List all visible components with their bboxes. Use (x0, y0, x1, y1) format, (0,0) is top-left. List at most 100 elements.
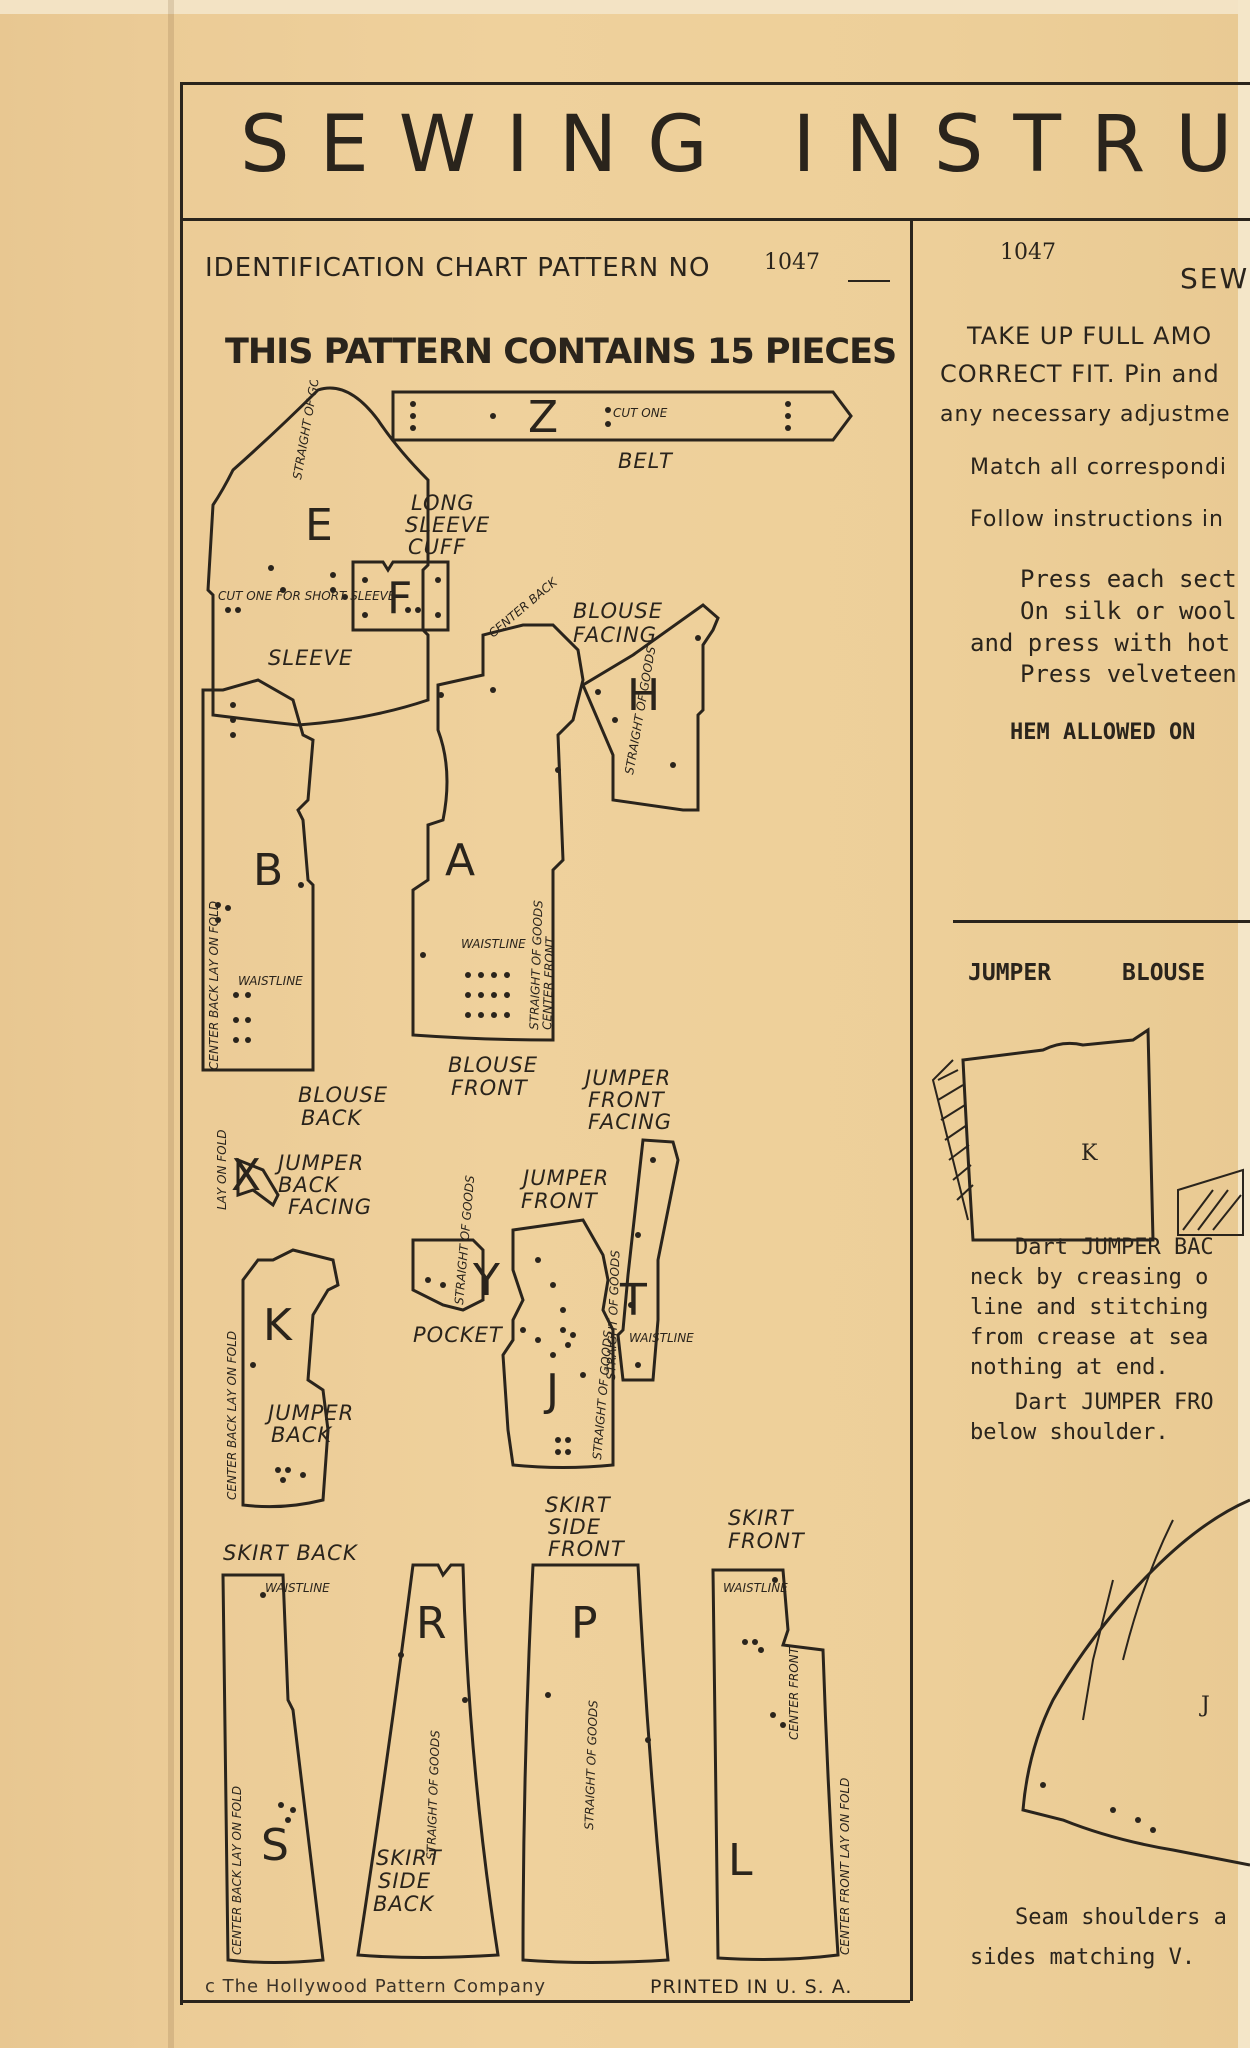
piece-t-label-3: FACING (588, 1110, 672, 1134)
piece-k-fold-note: CENTER BACK LAY ON FOLD (225, 1331, 239, 1500)
piece-j-label-2: FRONT (521, 1189, 599, 1213)
piece-z-note: CUT ONE (613, 406, 668, 420)
figure-jumper-back-label: K (1081, 1141, 1098, 1166)
piece-t-waistline-note: WAISTLINE (629, 1331, 694, 1345)
piece-e-label: SLEEVE (268, 646, 353, 670)
piece-k: K CENTER BACK LAY ON FOLD JUMPER BACK (225, 1248, 354, 1509)
piece-y-label: POCKET (413, 1323, 504, 1347)
piece-l: L WAISTLINE CENTER FRONT CENTER FRONT LA… (711, 1506, 852, 1961)
piece-e: E STRAIGHT OF GOODS CUT ONE FOR SHORT SL… (206, 380, 430, 727)
instruction-line: any necessary adjustme (940, 402, 1231, 427)
piece-l-label-2: FRONT (728, 1529, 806, 1553)
piece-a-letter: A (445, 835, 475, 886)
piece-b-waistline-note: WAISTLINE (238, 974, 303, 988)
piece-p-label-3: FRONT (548, 1537, 626, 1561)
dart-instruction-line: neck by creasing o (970, 1265, 1209, 1290)
instruction-line: Follow instructions in (970, 507, 1224, 532)
piece-l-center-front-note: CENTER FRONT (787, 1645, 801, 1740)
piece-s-label: SKIRT BACK (223, 1541, 359, 1565)
instruction-line: Press velveteen (1020, 660, 1237, 688)
piece-r-label-1: SKIRT (376, 1846, 443, 1870)
printed-footer: PRINTED IN U. S. A. (650, 1976, 853, 1998)
piece-s-waistline-note: WAISTLINE (265, 1581, 330, 1595)
pattern-number: 1047 (764, 250, 820, 275)
piece-f-label-1: LONG (411, 491, 475, 515)
piece-l-letter: L (728, 1835, 753, 1886)
chart-bottom-border (183, 2000, 910, 2003)
piece-z-label: BELT (618, 449, 674, 473)
piece-f-label-3: CUFF (408, 535, 466, 559)
piece-r-letter: R (416, 1598, 447, 1649)
piece-t: T STRAIGHT OF GOODS WAISTLINE JUMPER FRO… (581, 1066, 694, 1382)
piece-x-label-2: BACK (278, 1173, 340, 1197)
piece-t-grain-note: STRAIGHT OF GOODS (604, 1250, 623, 1381)
piece-r-label-2: SIDE (378, 1869, 431, 1893)
dart-instruction-line: below shoulder. (970, 1420, 1169, 1445)
piece-f-letter: F (387, 573, 412, 624)
instruction-line: Press each sect (1020, 565, 1237, 593)
instructions-pattern-number: 1047 (1000, 240, 1056, 265)
piece-h-label-1: BLOUSE (573, 599, 663, 623)
instruction-line: and press with hot (970, 629, 1231, 657)
paper-fold-line (168, 0, 174, 2048)
piece-p-letter: P (571, 1598, 598, 1649)
piece-x-label-3: FACING (288, 1195, 372, 1219)
piece-y-letter: Y (472, 1255, 500, 1306)
dart-instruction-line: line and stitching (970, 1295, 1209, 1320)
instructions-heading: SEW (1180, 262, 1250, 295)
copyright-footer: c The Hollywood Pattern Company (205, 1976, 547, 1997)
piece-x-label-1: JUMPER (274, 1151, 364, 1175)
dart-instruction-line: Dart JUMPER FRO (1015, 1390, 1214, 1415)
piece-a-waistline-note: WAISTLINE (461, 937, 526, 951)
piece-f: F LONG SLEEVE CUFF (351, 491, 490, 632)
piece-b: B CENTER BACK LAY ON FOLD WAISTLINE BLOU… (201, 678, 388, 1130)
instruction-line: CORRECT FIT. Pin and (940, 360, 1220, 388)
piece-b-label-1: BLOUSE (298, 1083, 388, 1107)
figure-jumper-front-label: J (1199, 1693, 1210, 1718)
piece-p-label-1: SKIRT (545, 1493, 612, 1517)
figure-jumper-back: K (931, 1027, 1244, 1242)
piece-x-fold-note: LAY ON FOLD (215, 1129, 229, 1210)
piece-r-grain-note: STRAIGHT OF GOODS (424, 1730, 443, 1861)
piece-t-label-1: JUMPER (581, 1066, 671, 1090)
piece-b-label-2: BACK (301, 1106, 363, 1130)
piece-l-fold-note: CENTER FRONT LAY ON FOLD (838, 1778, 852, 1955)
piece-t-letter: T (619, 1275, 647, 1326)
piece-a: A CENTER BACK WAISTLINE STRAIGHT OF GOOD… (411, 574, 585, 1100)
document-frame (180, 82, 1250, 2005)
piece-b-fold-note: CENTER BACK LAY ON FOLD (207, 901, 221, 1070)
piece-s-fold-note: CENTER BACK LAY ON FOLD (230, 1786, 244, 1955)
piece-t-label-2: FRONT (588, 1088, 666, 1112)
piece-h: H STRAIGHT OF GOODS BLOUSE FACING (573, 599, 720, 812)
section-heading-jumper: JUMPER (968, 960, 1052, 986)
piece-z-letter: Z (528, 392, 558, 443)
instruction-line: TAKE UP FULL AMO (967, 322, 1213, 350)
piece-a-label-1: BLOUSE (448, 1053, 538, 1077)
piece-k-letter: K (263, 1300, 293, 1351)
piece-x-letter: X (231, 1150, 261, 1201)
piece-l-waistline-note: WAISTLINE (723, 1581, 788, 1595)
piece-l-label-1: SKIRT (728, 1506, 795, 1530)
piece-count-heading: THIS PATTERN CONTAINS 15 PIECES (225, 332, 897, 372)
instructions-section-divider (953, 920, 1250, 923)
piece-j-label-1: JUMPER (519, 1166, 609, 1190)
piece-p-grain-note: STRAIGHT OF GOODS (582, 1700, 601, 1831)
piece-e-short-sleeve-note: CUT ONE FOR SHORT SLEEVE (218, 589, 396, 603)
seam-instruction-line: Seam shoulders a (1015, 1905, 1227, 1930)
pattern-pieces-diagram: Z CUT ONE BELT E STRAIGHT OF GOODS CUT O… (201, 380, 853, 1964)
piece-f-label-2: SLEEVE (405, 513, 490, 537)
piece-y: Y STRAIGHT OF GOODS POCKET (411, 1174, 504, 1347)
piece-a-grain-note: STRAIGHT OF GOODS (527, 900, 546, 1031)
piece-k-label-2: BACK (271, 1423, 333, 1447)
piece-k-label-1: JUMPER (264, 1401, 354, 1425)
instruction-line: Match all correspondi (970, 455, 1228, 480)
column-divider (910, 221, 913, 2001)
piece-z: Z CUT ONE BELT (391, 390, 853, 473)
paper-right-edge (1238, 0, 1250, 2048)
seam-instruction-line: sides matching V. (970, 1945, 1196, 1970)
piece-h-label-2: FACING (573, 623, 657, 647)
piece-e-letter: E (305, 500, 333, 551)
piece-x: X LAY ON FOLD JUMPER BACK FACING (215, 1129, 372, 1219)
instruction-line: On silk or wool (1020, 597, 1237, 625)
piece-s-letter: S (261, 1820, 289, 1871)
